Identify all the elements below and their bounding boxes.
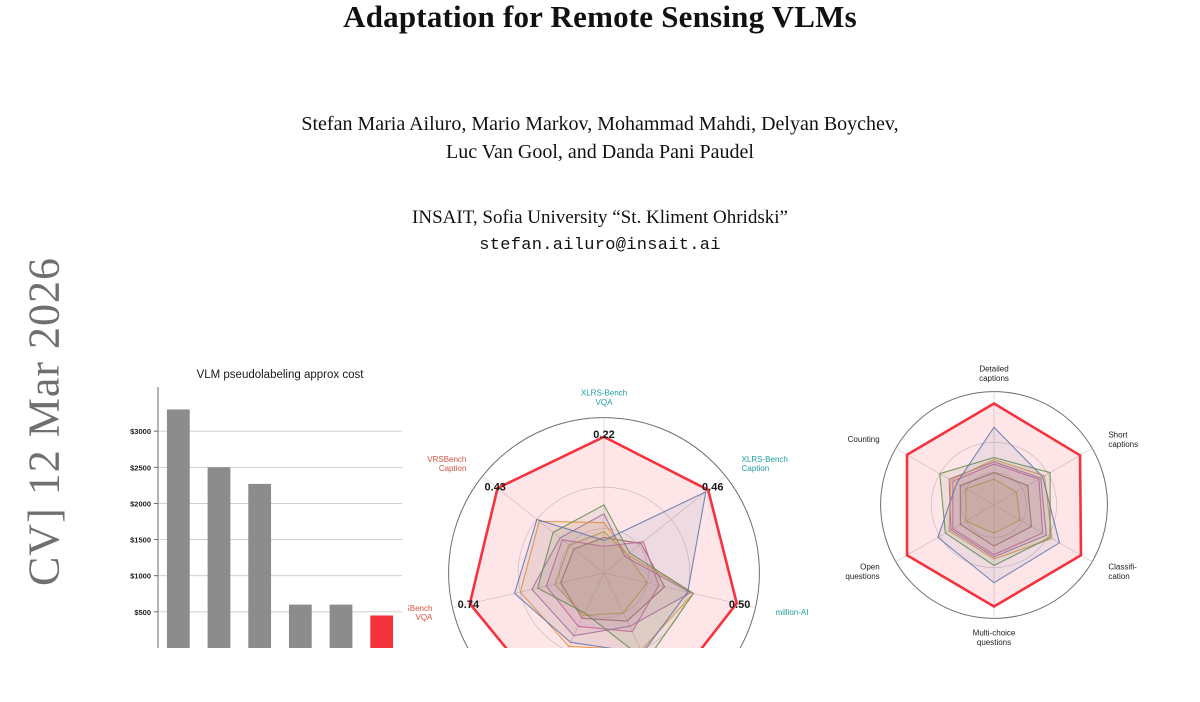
affiliation: INSAIT, Sofia University “St. Kliment Oh… xyxy=(412,207,788,228)
svg-text:Detailed: Detailed xyxy=(979,365,1008,374)
svg-text:Classifi-: Classifi- xyxy=(1108,563,1137,572)
radar-series xyxy=(937,426,1061,584)
y-axis-tick-label: $1500 xyxy=(130,536,151,545)
radar-axis-label: million-AID xyxy=(776,608,815,617)
svg-text:Caption: Caption xyxy=(742,464,770,473)
radar-axis-spoke xyxy=(482,475,605,574)
bar-chart-panel: VLM pseudolabeling approx cost $500 $1000 $… xyxy=(110,345,410,648)
svg-text:million-AID: million-AID xyxy=(776,608,808,617)
paper-header: Adaptation for Remote Sensing VLMs Stefa… xyxy=(0,0,1200,258)
y-axis-tick-label: $1000 xyxy=(130,572,151,581)
svg-text:XLRS-Bench: XLRS-Bench xyxy=(581,389,627,398)
y-axis-tick-label: $3000 xyxy=(130,427,151,436)
figure-strip: VLM pseudolabeling approx cost $500 $1000 $… xyxy=(0,345,1200,702)
svg-text:captions: captions xyxy=(1108,440,1138,449)
author-list: Stefan Maria Ailuro, Mario Markov, Moham… xyxy=(0,34,1200,166)
author-line-1: Stefan Maria Ailuro, Mario Markov, Moham… xyxy=(301,113,899,135)
radar-value-label: 0.22 xyxy=(593,429,614,441)
bar-chart-svg: VLM pseudolabeling approx cost $500 $1000 $… xyxy=(130,369,402,648)
radar-axis-label: Classifi-cation xyxy=(1108,563,1137,581)
task-radar-svg: DetailedcaptionsShortcaptionsClassifi-ca… xyxy=(845,365,1138,647)
bar xyxy=(329,604,353,648)
radar-axis-spoke xyxy=(895,447,995,506)
page-title: Adaptation for Remote Sensing VLMs xyxy=(343,0,857,34)
benchmark-radar-svg: XLRS-BenchVQA0.22XLRS-BenchCaption0.46mi… xyxy=(393,389,815,702)
radar-series xyxy=(939,456,1051,567)
radar-series xyxy=(531,513,692,637)
svg-text:questions: questions xyxy=(845,572,879,581)
radar-value-label: 0.50 xyxy=(729,599,750,611)
radar-series xyxy=(965,478,1021,534)
y-axis-tick-label: $2500 xyxy=(130,463,151,472)
contact-email[interactable]: stefan.ailuro@insait.ai xyxy=(479,236,721,255)
bar-chart-title: VLM pseudolabeling approx cost xyxy=(197,369,365,381)
radar-value-label: 0.74 xyxy=(458,599,480,611)
radar-axis-label: Counting xyxy=(848,435,880,444)
svg-text:captions: captions xyxy=(979,374,1009,383)
author-line-2: Luc Van Gool, and Danda Pani Paudel xyxy=(446,141,754,163)
bar xyxy=(248,483,272,648)
svg-text:Short: Short xyxy=(1108,431,1128,440)
svg-text:VQA: VQA xyxy=(596,398,614,407)
svg-text:Open: Open xyxy=(860,563,880,572)
bar xyxy=(207,467,231,648)
bar xyxy=(288,604,312,648)
radar-axis-label: VRSBenchVQA xyxy=(393,604,434,622)
radar-series-ours xyxy=(905,401,1083,609)
svg-text:cation: cation xyxy=(1108,572,1129,581)
svg-text:Counting: Counting xyxy=(848,435,880,444)
radar-series xyxy=(948,461,1047,558)
radar-series xyxy=(948,459,1053,560)
svg-text:questions: questions xyxy=(977,638,1011,647)
radar-value-label: 0.43 xyxy=(485,481,506,493)
svg-text:Caption: Caption xyxy=(439,464,467,473)
radar-axis-spoke xyxy=(603,572,756,608)
svg-text:VRSBench: VRSBench xyxy=(427,455,466,464)
svg-text:XLRS-Bench: XLRS-Bench xyxy=(742,455,788,464)
y-axis-tick-label: $2000 xyxy=(130,499,151,508)
svg-text:Multi-choice: Multi-choice xyxy=(973,629,1016,638)
radar-axis-spoke xyxy=(452,572,605,608)
bar-ours xyxy=(370,615,394,648)
radar-series-ours xyxy=(468,435,739,699)
radar-series xyxy=(536,504,695,662)
svg-text:VQA: VQA xyxy=(416,613,434,622)
radar-value-label: 0.46 xyxy=(702,481,723,493)
radar-series xyxy=(952,463,1044,556)
bar xyxy=(166,409,190,648)
y-axis-tick-label: $500 xyxy=(134,608,151,617)
svg-text:VRSBench: VRSBench xyxy=(408,604,432,613)
